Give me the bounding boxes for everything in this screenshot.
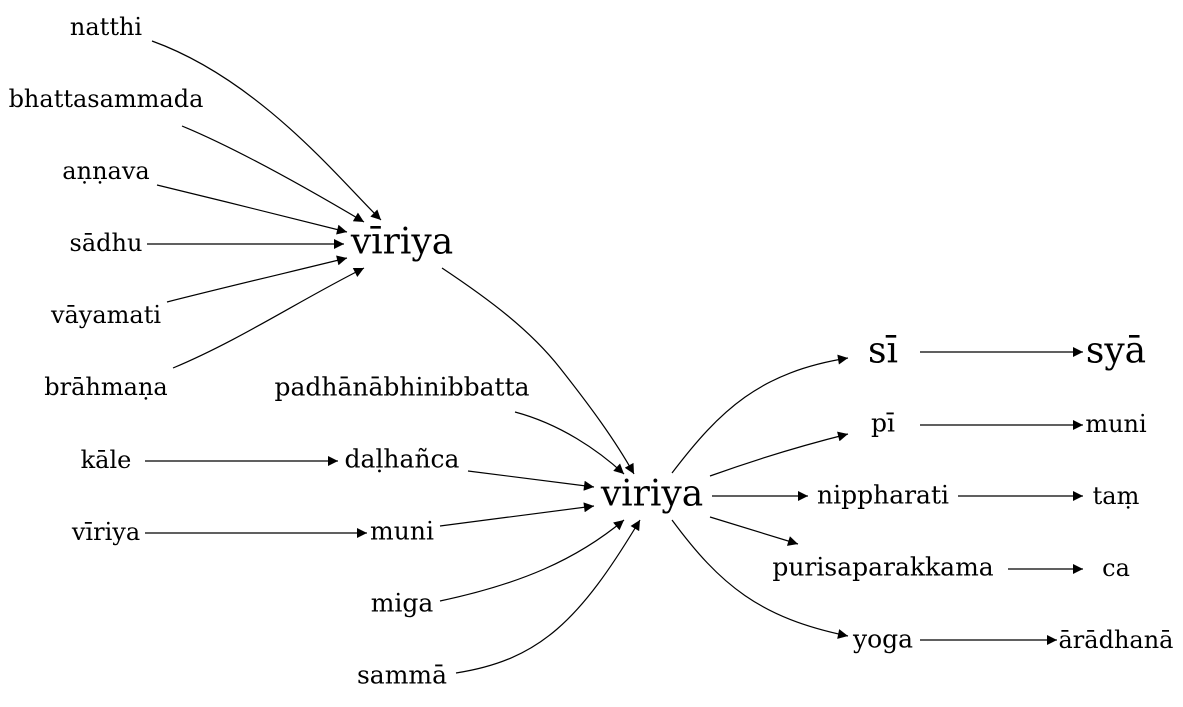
nodes: natthi bhattasammada aṇṇava sādhu vāyama…: [9, 13, 1174, 690]
node-ca: ca: [1102, 554, 1130, 582]
node-yoga: yoga: [852, 625, 913, 654]
edges: [145, 40, 1083, 674]
node-miga: miga: [371, 589, 434, 618]
node-viriya-top: vīriya: [350, 222, 453, 263]
edge-padhana-viriya: [514, 411, 625, 475]
node-tam: taṃ: [1093, 482, 1140, 510]
node-samma: sammā: [357, 661, 447, 690]
edge-viriya-purisaparakkama: [709, 516, 799, 546]
edge-vayamati-viriya: [166, 255, 348, 303]
edge-dalhanca-viriya: [467, 470, 595, 491]
node-natthi: natthi: [70, 13, 143, 41]
node-aradhana: ārādhanā: [1059, 626, 1174, 654]
node-pi: pī: [871, 409, 895, 438]
edge-brahmana-viriya: [172, 267, 365, 369]
node-muni-right: muni: [1085, 410, 1147, 438]
node-nippharati: nippharati: [817, 481, 949, 510]
node-padhanabhinibbatta: padhānābhinibbatta: [274, 373, 529, 402]
edge-annava-viriya: [156, 184, 348, 235]
edge-munileft-viriya: [439, 502, 595, 527]
node-bhattasammada: bhattasammada: [9, 85, 204, 113]
node-sadhu: sādhu: [70, 229, 143, 257]
edge-viriya-viriya: [441, 267, 635, 475]
node-muni-left: muni: [370, 517, 434, 546]
node-brahmana: brāhmaṇa: [44, 373, 167, 401]
edge-natthi-viriya: [151, 40, 382, 221]
edge-viriya-yoga: [671, 519, 849, 639]
edge-bhattasammada-viriya: [181, 125, 365, 223]
node-vayamati: vāyamati: [50, 301, 161, 329]
node-annava: aṇṇava: [62, 157, 149, 185]
node-viriya-left: vīriya: [71, 518, 140, 546]
node-kale: kāle: [81, 446, 132, 474]
edge-viriya-pi: [709, 431, 849, 477]
node-viriya-center: viriya: [600, 474, 703, 515]
edge-samma-viriya: [455, 519, 641, 674]
node-purisaparakkama: purisaparakkama: [772, 553, 993, 582]
edge-miga-viriya: [439, 519, 625, 602]
node-dalhanca: daḷhañca: [345, 445, 460, 474]
node-si: sī: [868, 331, 898, 372]
edge-viriya-si: [671, 354, 849, 474]
node-sya: syā: [1086, 331, 1146, 372]
